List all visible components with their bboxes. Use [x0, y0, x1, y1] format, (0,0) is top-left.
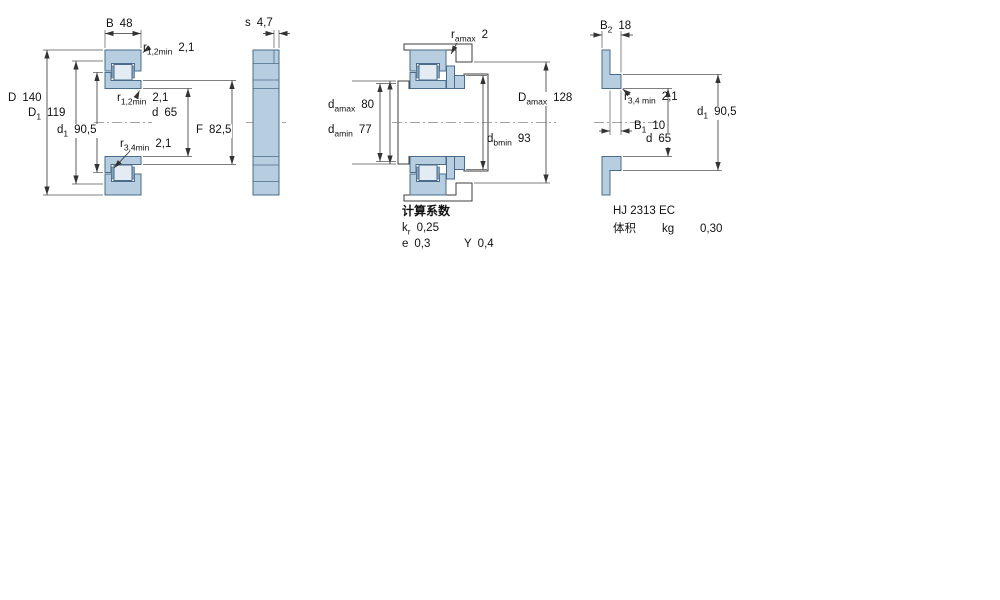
ring-side-view: [252, 49, 280, 196]
housing-bottom: [403, 182, 473, 202]
angle-ring-washer-top: [446, 65, 455, 89]
outer-ring-top: [409, 49, 447, 72]
figure-mounting-dimensions: [352, 42, 556, 202]
calc-factors-title: 计算系数: [402, 204, 451, 218]
angle-ring-mass-label: 体积: [613, 223, 636, 235]
figure-angle-ring: [590, 31, 722, 196]
roller-top: [418, 64, 438, 81]
figure-bearing-cross-section: [43, 30, 236, 196]
roller-bottom: [418, 164, 438, 181]
dimension-lines: [590, 31, 722, 171]
figure-bearing-side-view: [246, 30, 290, 196]
inner-ring-top: [104, 72, 142, 89]
angle-ring-top: [601, 49, 622, 89]
angle-ring-designation: HJ 2313 EC: [613, 205, 676, 217]
roller-bottom: [113, 164, 133, 181]
dimension-lines: [43, 30, 236, 196]
outer-ring-bottom: [104, 173, 142, 196]
angle-ring-bottom: [601, 156, 622, 196]
outer-ring-top: [104, 49, 142, 72]
angle-ring-washer-bottom: [446, 156, 455, 180]
angle-ring-lip-top: [454, 75, 465, 89]
angle-ring-mass-value: 0,30: [700, 223, 723, 235]
angle-ring-mass-unit: kg: [662, 223, 675, 235]
roller-top: [113, 64, 133, 81]
dimension-lines: [263, 30, 290, 48]
angle-ring-lip-bottom: [454, 156, 465, 170]
dimension-lines: [352, 42, 550, 184]
outer-ring-bottom: [409, 173, 447, 196]
